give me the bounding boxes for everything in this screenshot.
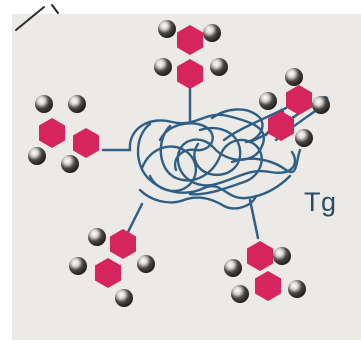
tangled-chain	[128, 95, 329, 210]
pointer-lines	[15, 4, 59, 31]
tg-label: Tg	[304, 187, 337, 217]
